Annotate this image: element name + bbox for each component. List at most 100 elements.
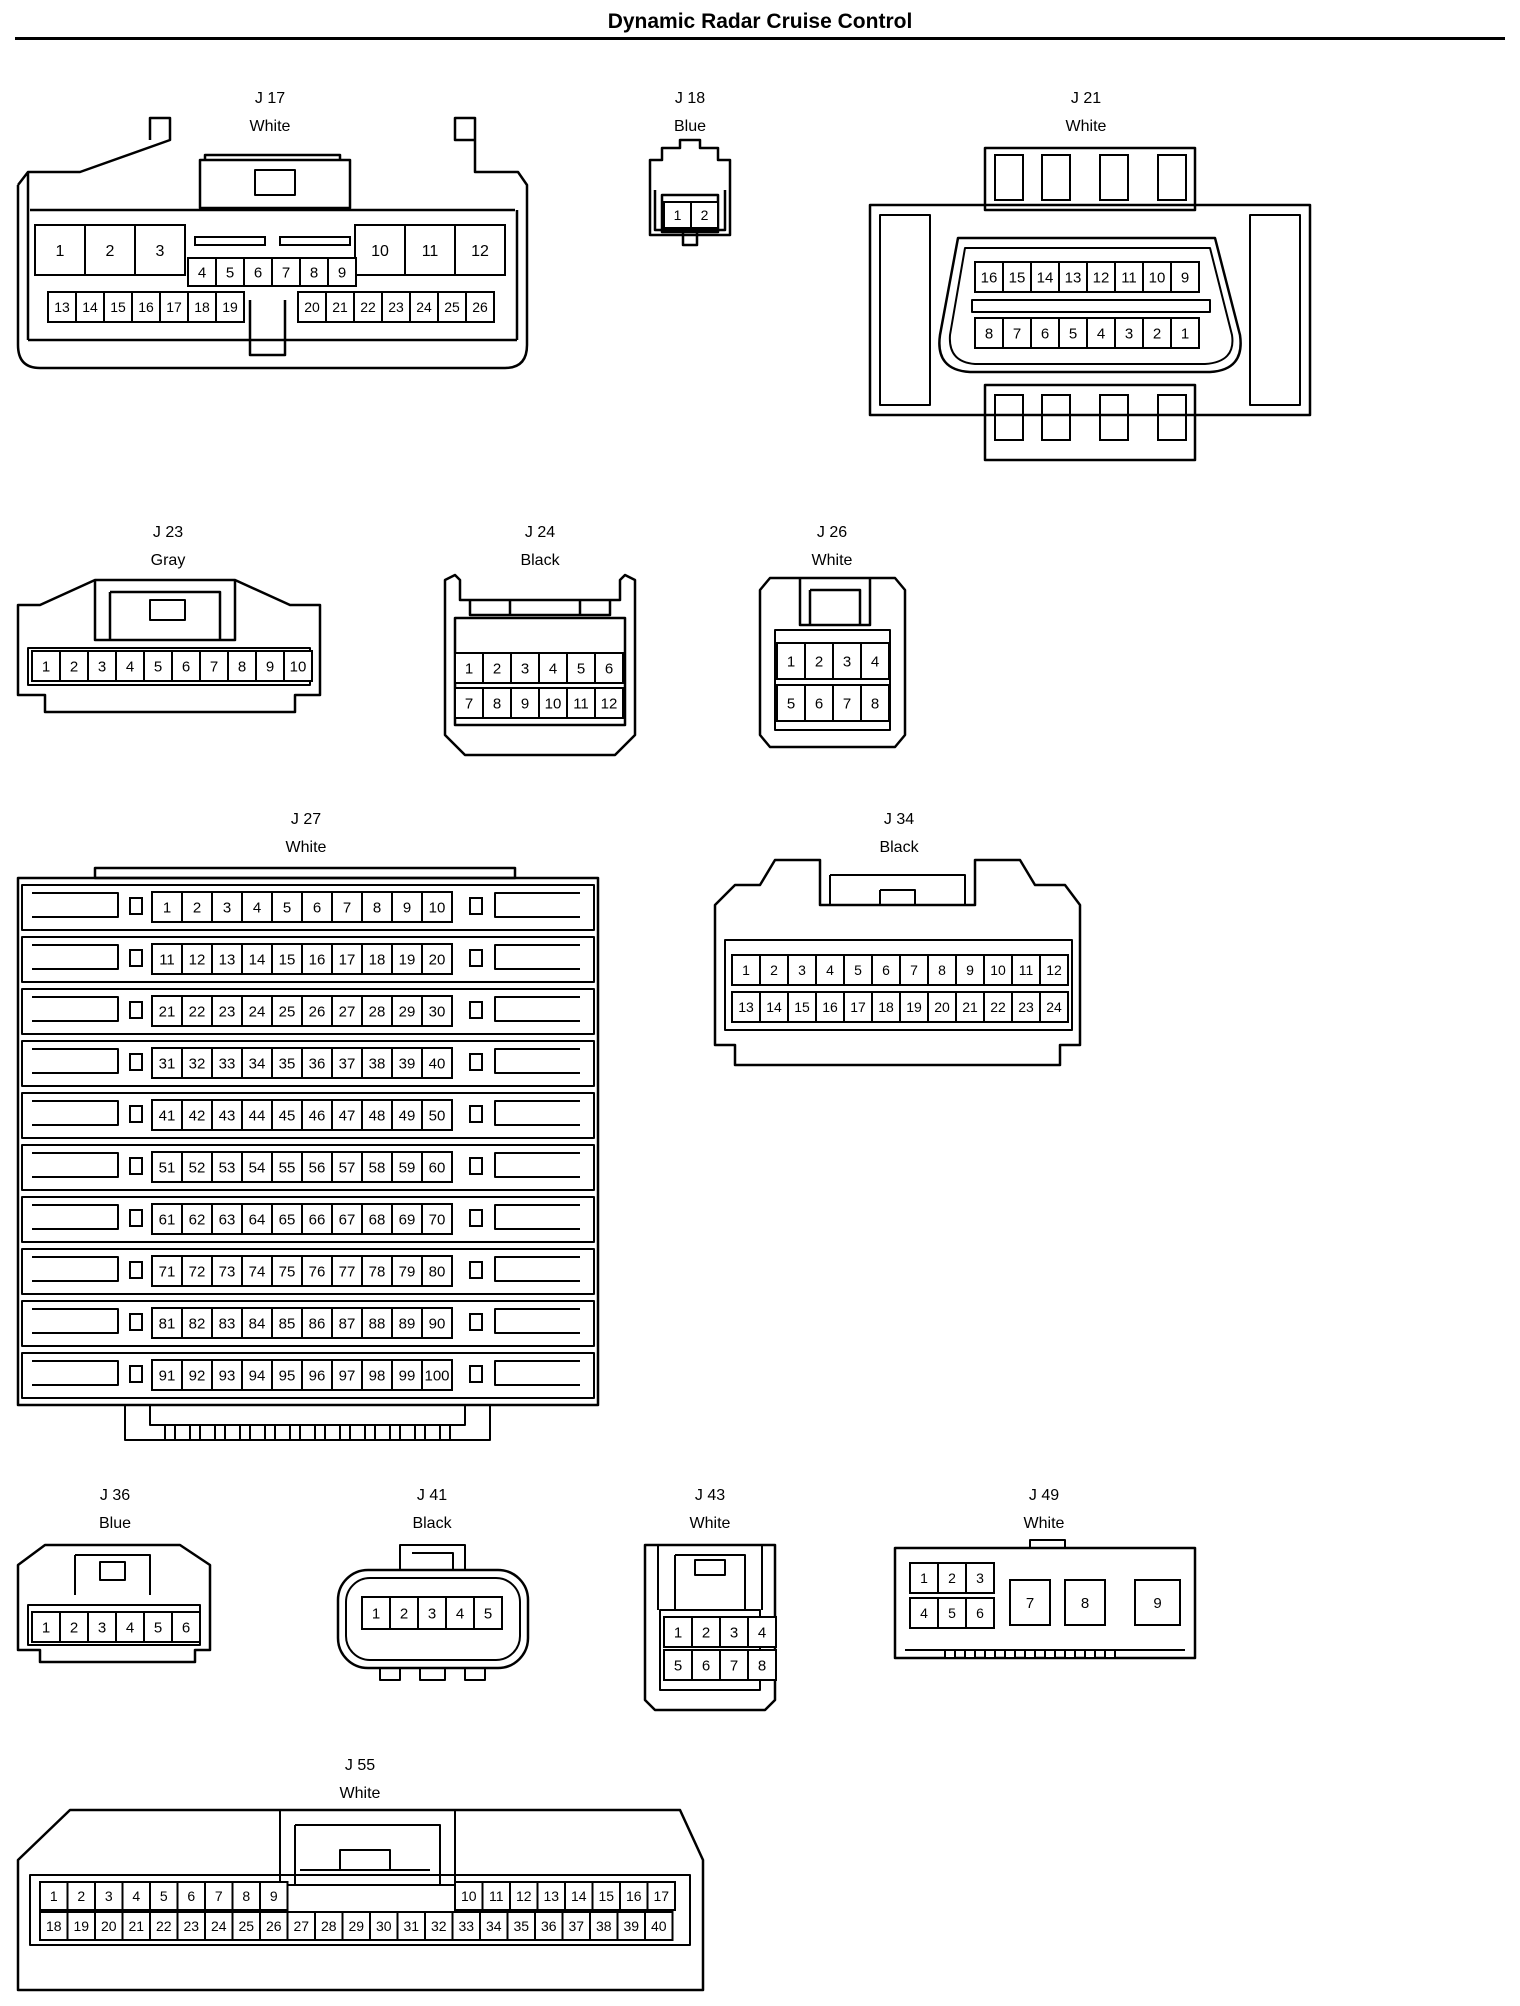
pin-cell: 2 [1142, 317, 1172, 349]
lock-slot [129, 949, 143, 967]
pin-number: 18 [369, 951, 386, 968]
pin-cell: 8 [747, 1649, 777, 1681]
pin-cell: 46 [301, 1099, 333, 1131]
pin-number: 17 [166, 299, 182, 315]
pin-number: 32 [189, 1055, 206, 1072]
pin-number: 29 [399, 1003, 416, 1020]
housing-outline [868, 203, 1312, 417]
pin-box [482, 687, 512, 719]
pin-cell: 11 [481, 1881, 511, 1911]
pin-box [927, 991, 957, 1023]
pin-number: 7 [730, 1657, 738, 1674]
pin-tab [1084, 1649, 1096, 1659]
pin-number: 46 [309, 1107, 326, 1124]
pin-box [1039, 991, 1069, 1023]
pin-cell: 7 [204, 1881, 234, 1911]
pin-cell: 91 [151, 1359, 183, 1391]
pin-cell: 29 [391, 995, 423, 1027]
pin-cell: 76 [301, 1255, 333, 1287]
pin-number: 3 [521, 660, 529, 677]
pin-number: 7 [1026, 1595, 1034, 1612]
pin-cell: 2 [937, 1562, 967, 1594]
pin-number: 26 [472, 299, 488, 315]
pin-cell: 8 [1064, 1579, 1106, 1626]
pin-number: 3 [105, 1888, 113, 1904]
pin-cell: 4 [241, 891, 273, 923]
pin-number: 6 [182, 658, 190, 675]
pin-number: 87 [339, 1315, 356, 1332]
pin-number: 14 [1037, 269, 1054, 286]
pin-cell: 3 [211, 891, 243, 923]
pin-box [143, 650, 173, 682]
pin-cell: 10 [1142, 261, 1172, 293]
pin-number: 56 [309, 1159, 326, 1176]
pin-cell: 63 [211, 1203, 243, 1235]
pin-cell: 26 [259, 1911, 289, 1941]
pin-box [646, 1881, 676, 1911]
pin-number: 61 [159, 1211, 176, 1228]
pin-number: 67 [339, 1211, 356, 1228]
pin-cell: 13 [47, 291, 77, 323]
pin-number: 1 [42, 1619, 50, 1636]
pin-cell: 32 [181, 1047, 213, 1079]
pin-cell: 66 [301, 1203, 333, 1235]
pin-number: 34 [249, 1055, 266, 1072]
connector-color: Black [879, 839, 919, 856]
pin-cell: 84 [241, 1307, 273, 1339]
connector-label: J 17 [255, 90, 285, 107]
pin-box [815, 954, 845, 986]
pin-cell: 1 [39, 1881, 69, 1911]
pin-number: 66 [309, 1211, 326, 1228]
pin-number: 86 [309, 1315, 326, 1332]
pin-cell: 44 [241, 1099, 273, 1131]
pin-cell: 15 [591, 1881, 621, 1911]
pin-cell: 6 [594, 652, 624, 684]
pin-number: 6 [187, 1888, 195, 1904]
pin-tab [414, 1424, 426, 1441]
housing-outline [32, 1204, 580, 1230]
housing-outline [26, 208, 519, 342]
pin-box [241, 1307, 273, 1339]
pin-cell: 6 [691, 1649, 721, 1681]
pin-number: 62 [189, 1211, 206, 1228]
pin-number: 26 [309, 1003, 326, 1020]
pin-box [776, 642, 806, 680]
pin-number: 5 [948, 1605, 956, 1621]
pin-cell: 3 [965, 1562, 995, 1594]
pin-number: 47 [339, 1107, 356, 1124]
connector-color: White [812, 552, 853, 569]
pin-cell: 19 [391, 943, 423, 975]
pin-number: 23 [219, 1003, 236, 1020]
pin-cell: 5 [473, 1596, 503, 1630]
pin-cell: 2 [59, 650, 89, 682]
pin-number: 6 [313, 899, 321, 916]
pin-number: 4 [126, 658, 134, 675]
pin-box [301, 1255, 333, 1287]
pin-cell: 7 [899, 954, 929, 986]
pin-box [314, 1911, 344, 1941]
pin-cell: 24 [241, 995, 273, 1027]
pin-number: 51 [159, 1159, 176, 1176]
pin-cell: 6 [301, 891, 333, 923]
pin-cell: 1 [31, 1611, 61, 1643]
pin-box [171, 650, 201, 682]
pin-cell: 1 [731, 954, 761, 986]
pin-number: 30 [429, 1003, 446, 1020]
pin-box [1170, 317, 1200, 349]
pin-box [151, 1255, 183, 1287]
pin-number: 2 [702, 1624, 710, 1641]
pin-cell: 17 [843, 991, 873, 1023]
pin-tab [964, 1649, 976, 1659]
pin-cell: 3 [134, 224, 186, 276]
pin-cell: 53 [211, 1151, 243, 1183]
pin-cell: 65 [271, 1203, 303, 1235]
pin-number: 92 [189, 1367, 206, 1384]
pin-cell: 9 [1134, 1579, 1181, 1626]
pin-cell: 96 [301, 1359, 333, 1391]
pin-number: 70 [429, 1211, 446, 1228]
pin-number: 25 [279, 1003, 296, 1020]
pin-number: 16 [309, 951, 326, 968]
pin-box [181, 1255, 213, 1287]
